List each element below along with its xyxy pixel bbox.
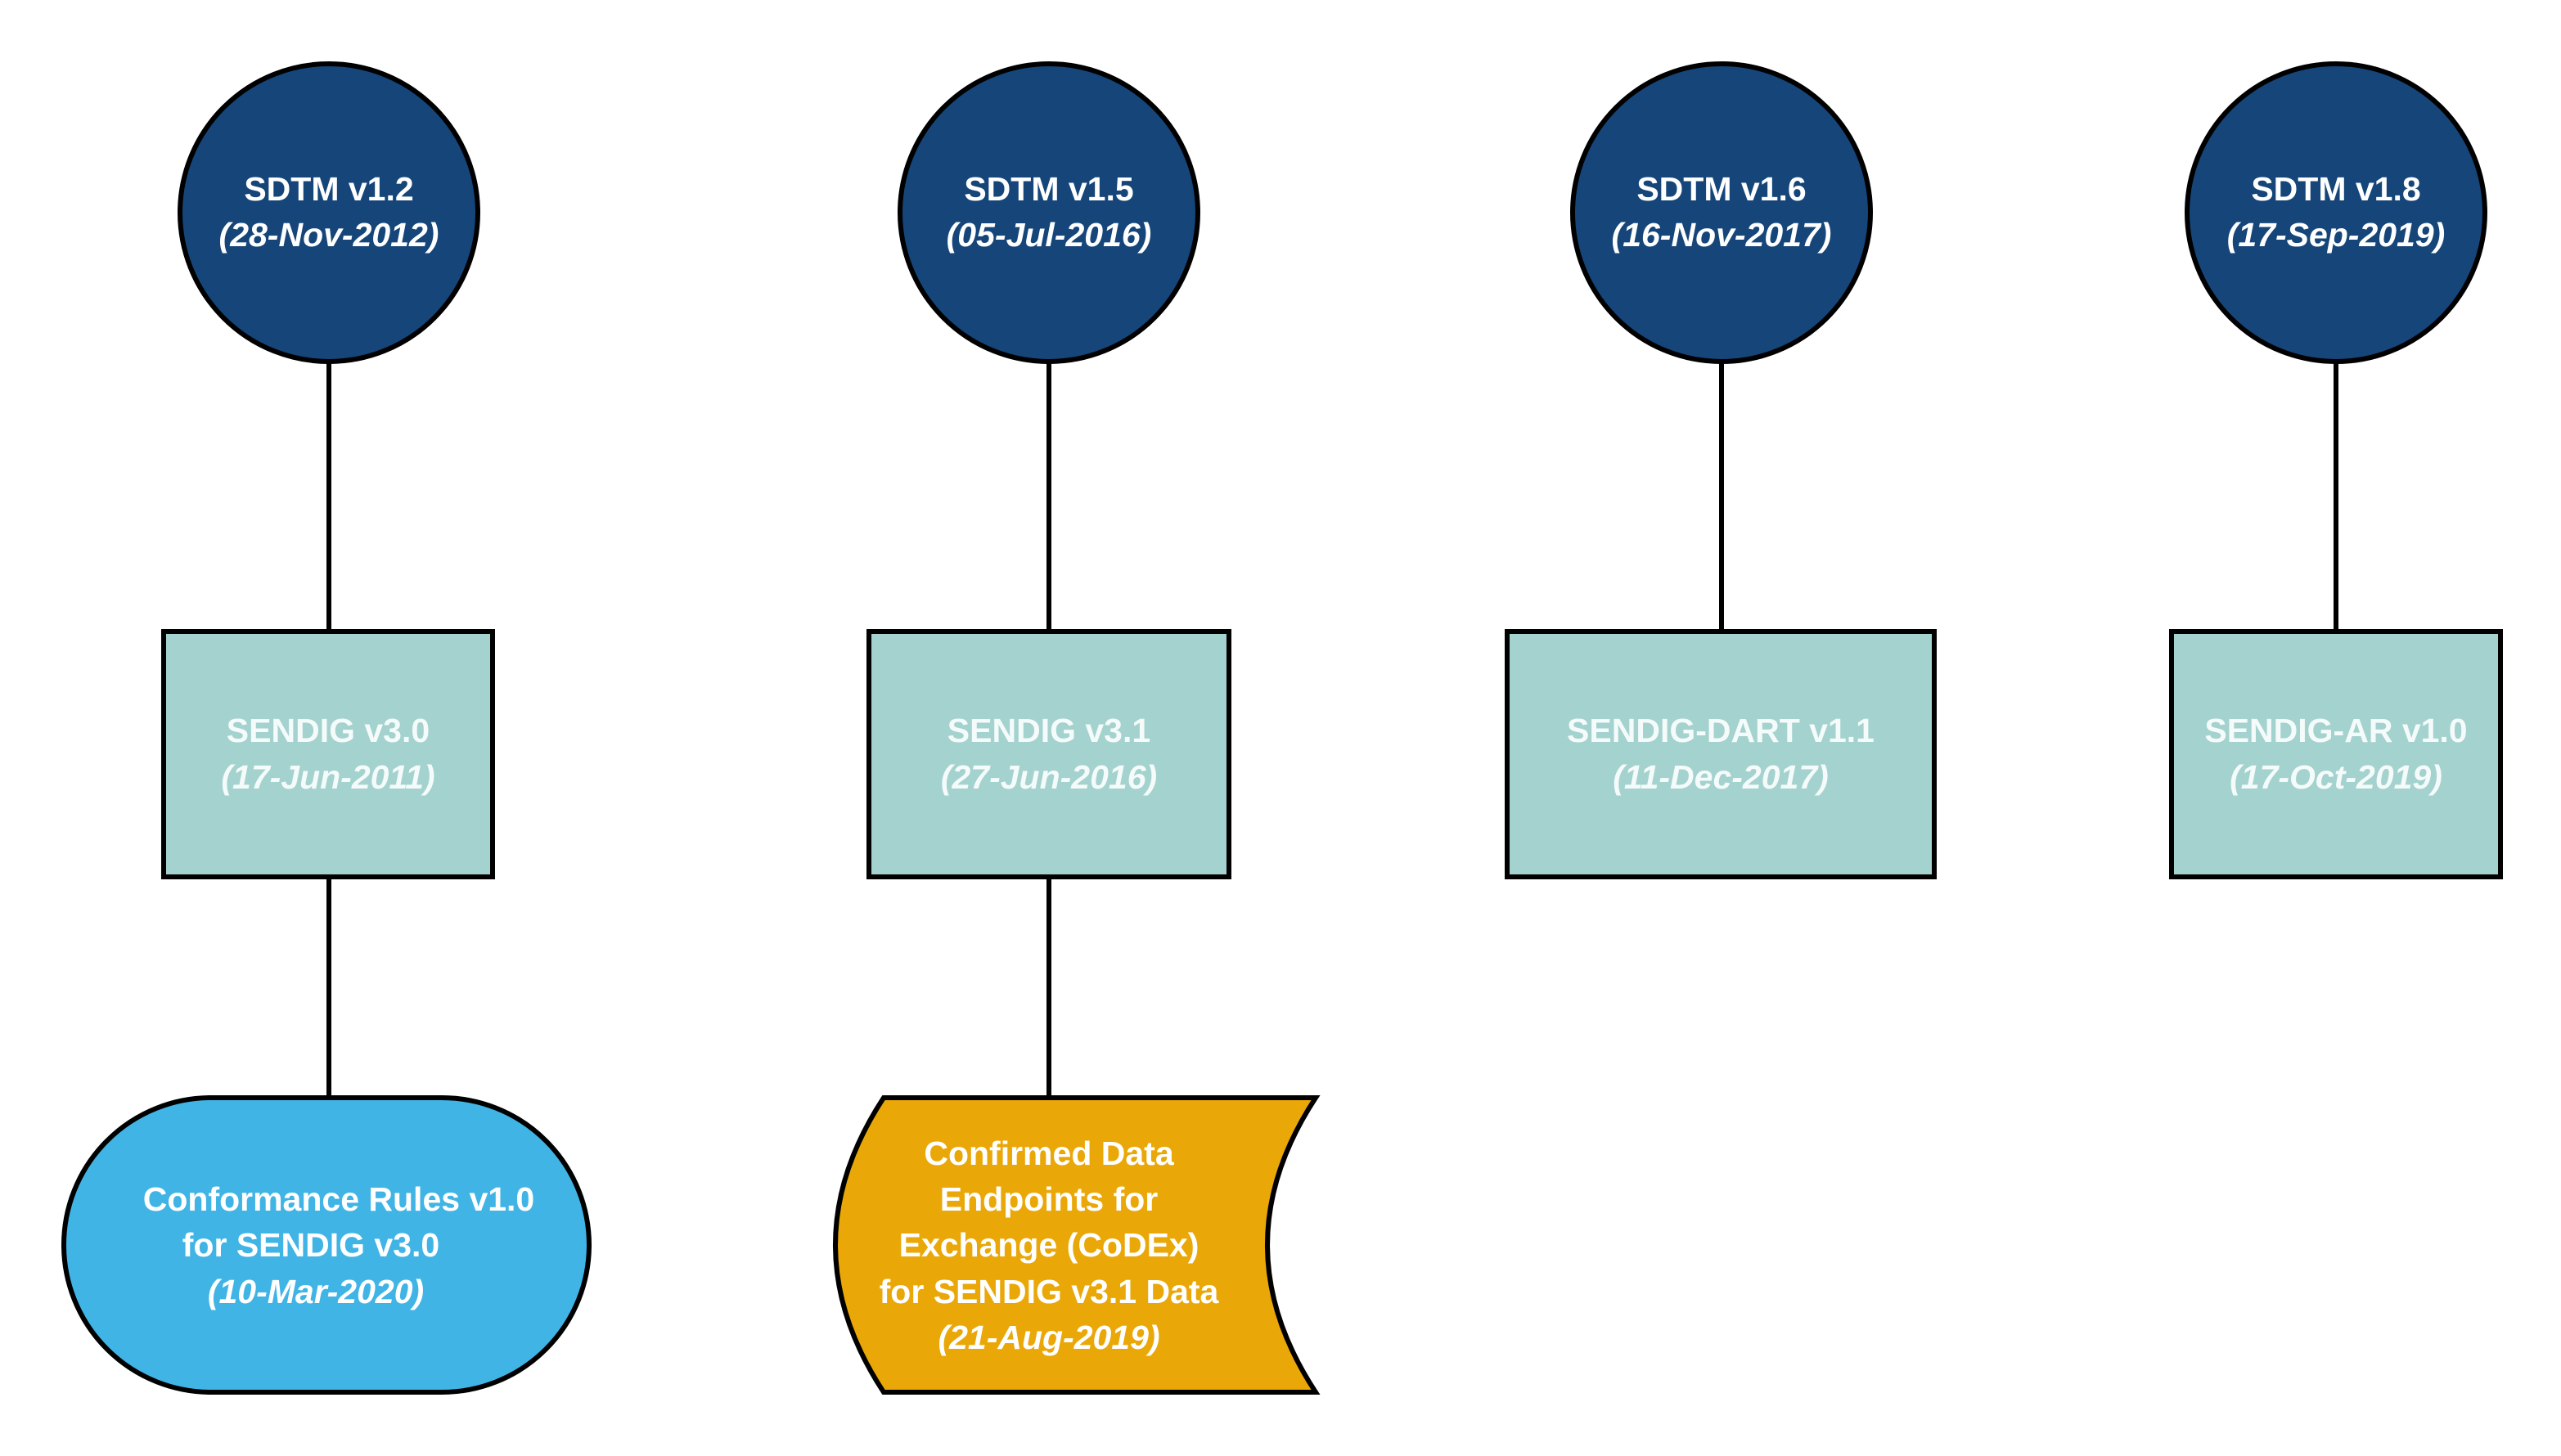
- sdtm-date: (16-Nov-2017): [1612, 216, 1832, 254]
- sendig-node-v3-1: SENDIG v3.1 (27-Jun-2016): [866, 629, 1231, 879]
- sdtm-circle: [178, 61, 480, 364]
- sdtm-name: SDTM v1.5: [964, 170, 1133, 208]
- sdtm-date: (28-Nov-2012): [219, 216, 439, 254]
- sendig-name: SENDIG v3.1: [947, 712, 1150, 749]
- sendig-node-ar-v1-0: SENDIG-AR v1.0 (17-Oct-2019): [2169, 629, 2503, 879]
- sdtm-name: SDTM v1.6: [1636, 170, 1806, 208]
- sdtm-name: SDTM v1.2: [244, 170, 413, 208]
- codex-date: (21-Aug-2019): [938, 1319, 1159, 1356]
- sendig-box: [2169, 629, 2503, 879]
- sdtm-node-v1-6: SDTM v1.6 (16-Nov-2017): [1570, 61, 1873, 364]
- sdtm-circle: [1570, 61, 1873, 364]
- conformance-rules-date: (10-Mar-2020): [208, 1273, 424, 1310]
- sendig-box: [1505, 629, 1937, 879]
- sendig-node-dart-v1-1: SENDIG-DART v1.1 (11-Dec-2017): [1505, 629, 1937, 879]
- sendig-name: SENDIG-AR v1.0: [2204, 712, 2467, 749]
- sdtm-circle: [898, 61, 1200, 364]
- sendig-box: [866, 629, 1231, 879]
- conformance-rules-line1: Conformance Rules v1.0: [143, 1180, 535, 1218]
- sdtm-node-v1-8: SDTM v1.8 (17-Sep-2019): [2185, 61, 2487, 364]
- sendig-date: (27-Jun-2016): [941, 758, 1157, 796]
- codex-shape: [833, 1095, 1321, 1395]
- codex-line4: for SENDIG v3.1 Data: [880, 1273, 1220, 1310]
- sdtm-date: (05-Jul-2016): [947, 216, 1152, 254]
- sendig-date: (17-Oct-2019): [2230, 758, 2442, 796]
- sdtm-date: (17-Sep-2019): [2227, 216, 2446, 254]
- codex-line2: Endpoints for: [940, 1180, 1159, 1218]
- sendig-box: [161, 629, 495, 879]
- sdtm-name: SDTM v1.8: [2251, 170, 2420, 208]
- sendig-name: SENDIG v3.0: [227, 712, 430, 749]
- codex-line3: Exchange (CoDEx): [899, 1226, 1199, 1264]
- sdtm-circle: [2185, 61, 2487, 364]
- sendig-node-v3-0: SENDIG v3.0 (17-Jun-2011): [161, 629, 495, 879]
- sdtm-node-v1-2: SDTM v1.2 (28-Nov-2012): [178, 61, 480, 364]
- sdtm-node-v1-5: SDTM v1.5 (05-Jul-2016): [898, 61, 1200, 364]
- connectors: [326, 362, 2338, 1098]
- sendig-name: SENDIG-DART v1.1: [1567, 712, 1875, 749]
- sendig-date: (11-Dec-2017): [1613, 758, 1829, 796]
- codex-line1: Confirmed Data: [924, 1135, 1174, 1172]
- conformance-rules-pill: [61, 1095, 592, 1395]
- conformance-rules-line2: for SENDIG v3.0: [182, 1226, 439, 1264]
- sendig-date: (17-Jun-2011): [221, 758, 434, 796]
- codex-node: Confirmed Data Endpoints for Exchange (C…: [833, 1095, 1321, 1395]
- conformance-rules-node: Conformance Rules v1.0 for SENDIG v3.0 (…: [61, 1095, 592, 1395]
